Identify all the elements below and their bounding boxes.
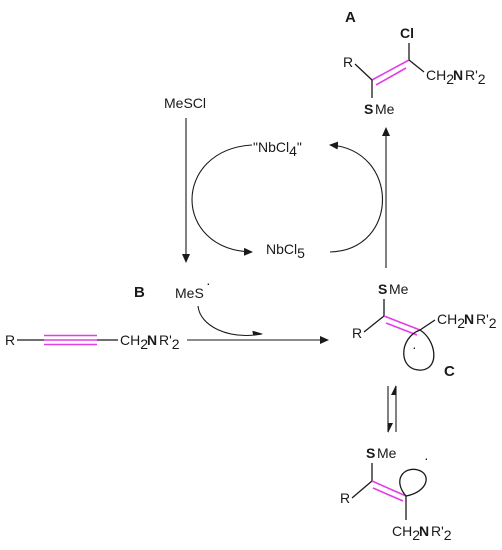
- methyl: Me: [375, 101, 395, 117]
- c-ch2-bond: [419, 319, 436, 331]
- label-b: B: [134, 284, 145, 301]
- methyl: Me: [377, 445, 397, 461]
- compound-a: A Cl R S Me CH2 N R'2: [343, 9, 486, 117]
- radical-dot: ·: [424, 450, 429, 466]
- nitrogen-atom: N: [147, 332, 157, 348]
- c-c-double-bond-inner: [385, 322, 418, 336]
- sulfur-atom: S: [364, 101, 373, 117]
- r-prime-2-group: R'2: [476, 311, 497, 331]
- ch2-group: CH2: [392, 523, 420, 543]
- radical-attack-arrow: [197, 305, 263, 336]
- r-c-bond: [354, 63, 373, 81]
- c-c-double-bond-inner: [375, 67, 407, 86]
- p-orbital-lobe: [399, 468, 427, 497]
- ch2-group: CH2: [437, 311, 465, 331]
- r-prime-2-group: R'2: [431, 523, 452, 543]
- c-ch2-bond: [408, 59, 425, 73]
- chlorine-atom: Cl: [400, 25, 414, 41]
- r-c-bond: [351, 480, 373, 499]
- radical-c: S Me R CH2 N R'2 · C: [352, 281, 497, 380]
- r-group: R: [5, 332, 15, 348]
- label-a: A: [345, 9, 356, 26]
- c-c-double-bond-outer: [371, 480, 407, 497]
- c-c-double-bond-outer: [371, 59, 410, 81]
- ch2-group: CH2: [426, 67, 454, 87]
- catalytic-cycle: MeSCl "NbCl4" NbCl5: [164, 95, 390, 268]
- alkyne-b: B R CH2 N R'2: [5, 284, 180, 352]
- methyl: Me: [389, 281, 409, 297]
- sulfur-atom: S: [378, 281, 387, 297]
- r-c-bond: [363, 315, 385, 333]
- c-c-double-bond-inner: [372, 487, 404, 502]
- reagent-nbcl4: "NbCl4": [253, 139, 302, 159]
- r-group: R: [340, 490, 350, 506]
- radical-dot: ·: [206, 275, 211, 291]
- sulfur-atom: S: [366, 445, 375, 461]
- nitrogen-atom: N: [419, 523, 429, 539]
- equilibrium-arrows: [387, 385, 397, 433]
- nitrogen-atom: N: [453, 67, 463, 83]
- radical-dot: ·: [412, 339, 417, 355]
- mes-radical: MeS ·: [175, 275, 263, 336]
- ch2-group: CH2: [120, 332, 148, 352]
- left-cycle-arc: [191, 144, 253, 256]
- reagent-nbcl5: NbCl5: [266, 241, 305, 261]
- right-cycle-arc: [329, 141, 384, 253]
- c-c-double-bond-outer: [383, 315, 421, 331]
- r-prime-2-group: R'2: [465, 67, 486, 87]
- reagent-mescl: MeSCl: [164, 95, 206, 111]
- nitrogen-atom: N: [464, 311, 474, 327]
- r-group: R: [343, 54, 353, 70]
- r-prime-2-group: R'2: [159, 332, 180, 352]
- radical-c-isomer: S Me · R CH2 N R'2: [340, 445, 452, 543]
- mes-label: MeS: [175, 285, 204, 301]
- label-c: C: [444, 363, 455, 380]
- r-group: R: [352, 325, 362, 341]
- p-orbital-lobe: [403, 329, 435, 371]
